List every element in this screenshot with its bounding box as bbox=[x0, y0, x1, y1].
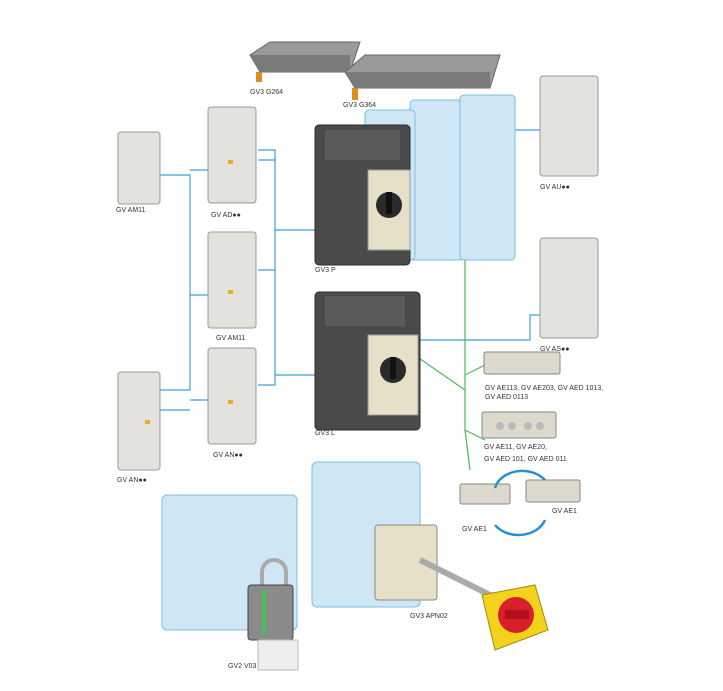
aux-gv-ad bbox=[207, 106, 257, 204]
aux-gv-am11-left bbox=[117, 131, 161, 205]
label-contact-block-2-line1: GV AE11, GV AE20, bbox=[484, 444, 547, 451]
label-contact-ae1-right: GV AE1 bbox=[552, 508, 577, 515]
rotate-arrows-icon bbox=[493, 469, 547, 537]
label-breaker-l: GV3 L bbox=[315, 430, 335, 437]
label-busbar-3: GV3 G364 bbox=[343, 102, 377, 109]
label-aux-as: GV AS●● bbox=[540, 346, 570, 353]
contact-gv-ae1-left bbox=[459, 483, 511, 505]
aux-gv-as bbox=[539, 237, 599, 339]
ghost-breaker-handle bbox=[311, 461, 549, 651]
ghost-breaker-padlock bbox=[161, 494, 299, 671]
label-busbar-2: GV3 G264 bbox=[250, 89, 284, 96]
label-aux-ad: GV AD●● bbox=[211, 212, 241, 219]
label-contact-block-1-line1: GV AE113, GV AE203, GV AED 1013, bbox=[485, 385, 604, 392]
label-contact-block-2-line2: GV AED 101, GV AED 011 bbox=[484, 456, 567, 463]
aux-gv-an-left bbox=[117, 371, 161, 471]
aux-gv-an-mid bbox=[207, 347, 257, 445]
label-handle: GV3 APN02 bbox=[410, 613, 448, 620]
label-aux-mid: GV AM11 bbox=[216, 335, 246, 342]
label-contact-block-1-line2: GV AED 0113 bbox=[485, 394, 529, 401]
breaker-gv3-p bbox=[314, 124, 411, 266]
label-aux-au: GV AU●● bbox=[540, 184, 570, 191]
label-aux-an-left: GV AN●● bbox=[117, 477, 147, 484]
busbar-gv3-g364 bbox=[344, 54, 501, 100]
aux-gv-au bbox=[539, 75, 599, 177]
busbar-gv3-g264 bbox=[249, 41, 361, 82]
breaker-gv3-l bbox=[314, 291, 421, 431]
label-padlock: GV2 V03 bbox=[228, 663, 257, 670]
contact-block-1 bbox=[483, 351, 561, 375]
label-contact-ae1-left: GV AE1 bbox=[462, 526, 487, 533]
label-aux-an-mid: GV AN●● bbox=[213, 452, 243, 459]
contact-block-2 bbox=[481, 411, 557, 439]
aux-gv-am11-mid bbox=[207, 231, 257, 329]
label-aux-left-top: GV AM11 bbox=[116, 207, 146, 214]
label-breaker-p: GV3 P bbox=[315, 267, 336, 274]
contact-gv-ae1-right bbox=[525, 479, 581, 503]
